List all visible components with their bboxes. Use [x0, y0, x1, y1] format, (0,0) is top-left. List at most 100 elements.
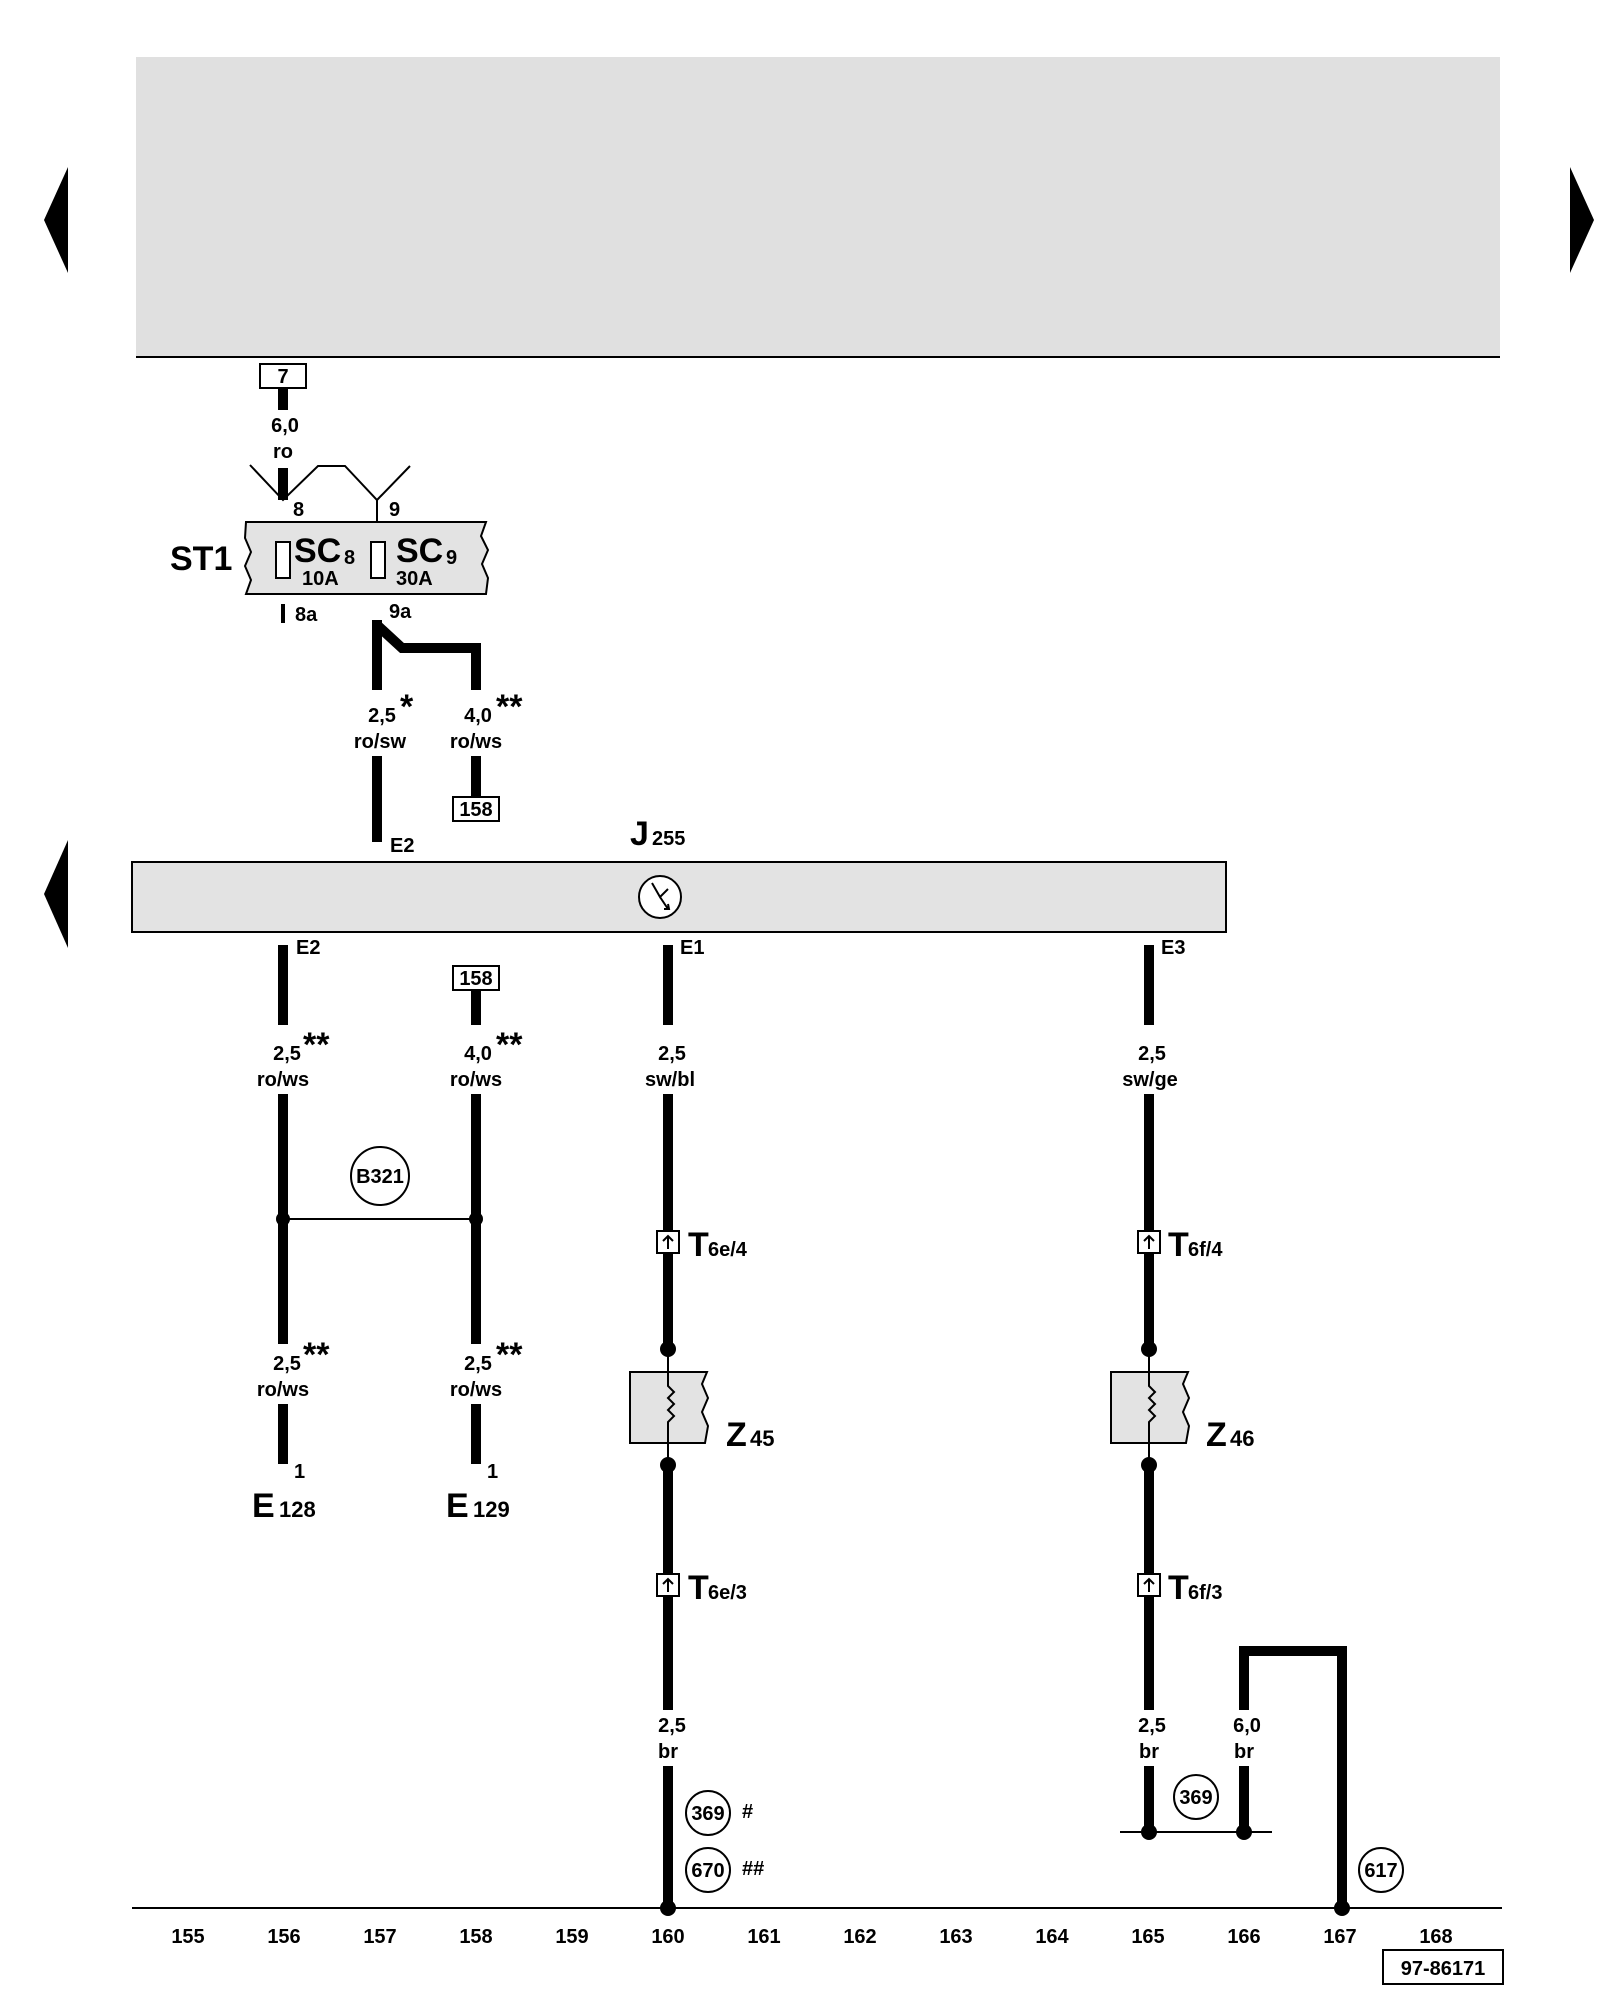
ground-617-label: 617 — [1364, 1860, 1397, 1882]
wire-label-color: br — [1139, 1741, 1159, 1763]
wire-mark: ** — [303, 1336, 330, 1374]
ground-369-b[interactable] — [1173, 1774, 1219, 1820]
e129-pin: 1 — [487, 1461, 498, 1483]
component-e128-label: E — [252, 1487, 275, 1525]
connector-t6f3-sub: 6f/3 — [1188, 1582, 1222, 1604]
wire-label-color: ro/ws — [257, 1379, 309, 1401]
ref-box-158-label: 158 — [459, 799, 492, 821]
ground-369-a[interactable] — [685, 1790, 731, 1836]
ruler-number: 165 — [1131, 1926, 1164, 1948]
fuse-pin-9: 9 — [389, 499, 400, 521]
ground-dot — [1141, 1824, 1157, 1840]
fuse-sc8-symbol — [275, 541, 291, 579]
ref-box-158-bottom[interactable] — [452, 965, 500, 991]
wire-label-color: ro/ws — [257, 1069, 309, 1091]
connector-t6e3-label: T — [688, 1569, 709, 1607]
wire-label-size: 6,0 — [271, 415, 299, 437]
ruler-number: 159 — [555, 1926, 588, 1948]
connector-t6e3-sub: 6e/3 — [708, 1582, 747, 1604]
connector-t6f4-sub: 6f/4 — [1188, 1239, 1223, 1261]
connector-t6f3 — [1143, 1577, 1155, 1592]
wire-label-size: 2,5 — [658, 1043, 686, 1065]
ground-369-mark: # — [742, 1801, 753, 1823]
wire-label-size: 2,5 — [1138, 1715, 1166, 1737]
component-e128-sub: 128 — [279, 1497, 316, 1522]
ruler-number: 167 — [1323, 1926, 1356, 1948]
component-z46-label: Z — [1206, 1416, 1227, 1454]
ground-670-mark: ## — [742, 1858, 764, 1880]
ruler-number: 158 — [459, 1926, 492, 1948]
ruler-number: 161 — [747, 1926, 780, 1948]
wire-label-size: 6,0 — [1233, 1715, 1261, 1737]
wire-mark: * — [400, 688, 414, 726]
ruler-number: 163 — [939, 1926, 972, 1948]
wire-label-color: ro/sw — [354, 731, 407, 753]
ref-box-158-top[interactable] — [452, 796, 500, 822]
ruler-number: 168 — [1419, 1926, 1452, 1948]
component-e129-sub: 129 — [473, 1497, 510, 1522]
splice-b321[interactable] — [350, 1146, 410, 1206]
figure-id-box — [1382, 1949, 1504, 1985]
fusebox-st1 — [243, 521, 490, 595]
header-banner — [136, 57, 1500, 357]
heater-z46 — [1110, 1371, 1191, 1444]
wire-label-color: ro — [273, 441, 293, 463]
relay-pin-e2-top: E2 — [390, 835, 414, 857]
fuse-bridge — [249, 464, 411, 502]
splice-b321-label: B321 — [356, 1166, 404, 1188]
next-page-arrow[interactable] — [1570, 167, 1594, 273]
wire-label-color: br — [1234, 1741, 1254, 1763]
heater-z45 — [629, 1371, 710, 1444]
splice-dot — [276, 1212, 290, 1226]
wire-label-size: 4,0 — [464, 705, 492, 727]
connector-t6f4-label: T — [1168, 1226, 1189, 1264]
relay-pin-e2: E2 — [296, 937, 320, 959]
fuse-sc9-rating: 30A — [396, 568, 433, 590]
component-z45-sub: 45 — [750, 1426, 774, 1451]
splice-dot — [469, 1212, 483, 1226]
wire-label-size: 2,5 — [658, 1715, 686, 1737]
ground-369-a-label: 369 — [691, 1803, 724, 1825]
relay-pin-e1: E1 — [680, 937, 704, 959]
component-z46-sub: 46 — [1230, 1426, 1254, 1451]
ref-box-7[interactable] — [259, 363, 307, 389]
ref-box-158-label: 158 — [459, 968, 492, 990]
fuse-sc9-label: SC — [396, 532, 443, 570]
prev-page-arrow-top[interactable] — [44, 167, 68, 273]
wire-label-size: 2,5 — [464, 1353, 492, 1375]
wire-mark: ** — [496, 1026, 523, 1064]
connector-t6e3 — [662, 1577, 674, 1592]
fuse-pin-8: 8 — [293, 499, 304, 521]
ruler-number: 164 — [1035, 1926, 1069, 1948]
fuse-sc8-sub: 8 — [344, 547, 355, 569]
connector-t6e4-sub: 6e/4 — [708, 1239, 748, 1261]
heater-z45-element — [666, 1372, 676, 1443]
fuse-pin-8a: 8a — [295, 604, 318, 626]
wire-mark: ** — [496, 688, 523, 726]
wire-40-rows-branch — [373, 621, 481, 690]
ruler-number: 160 — [651, 1926, 684, 1948]
wire-label-size: 2,5 — [273, 1043, 301, 1065]
heater-z46-element — [1147, 1372, 1157, 1443]
e128-pin: 1 — [294, 1461, 305, 1483]
ground-dot — [1236, 1824, 1252, 1840]
relay-pin-e3: E3 — [1161, 937, 1185, 959]
relay-label: J — [630, 815, 649, 853]
fuse-sc9-symbol — [370, 541, 386, 579]
relay-sub: 255 — [652, 828, 685, 850]
ground-670-label: 670 — [691, 1860, 724, 1882]
connector-t6f4 — [1143, 1234, 1155, 1249]
ruler-number: 166 — [1227, 1926, 1260, 1948]
ground-670[interactable] — [685, 1847, 731, 1893]
connector-t6e4 — [662, 1234, 674, 1249]
connector-t6e4-label: T — [688, 1226, 709, 1264]
wire-label-color: sw/ge — [1122, 1069, 1178, 1091]
prev-page-arrow-bottom[interactable] — [44, 840, 68, 948]
ground-617[interactable] — [1358, 1847, 1404, 1893]
wire-label-color: ro/ws — [450, 1379, 502, 1401]
wire-label-size: 2,5 — [273, 1353, 301, 1375]
wire-mark: ** — [496, 1336, 523, 1374]
ref-box-7-label: 7 — [277, 366, 288, 388]
